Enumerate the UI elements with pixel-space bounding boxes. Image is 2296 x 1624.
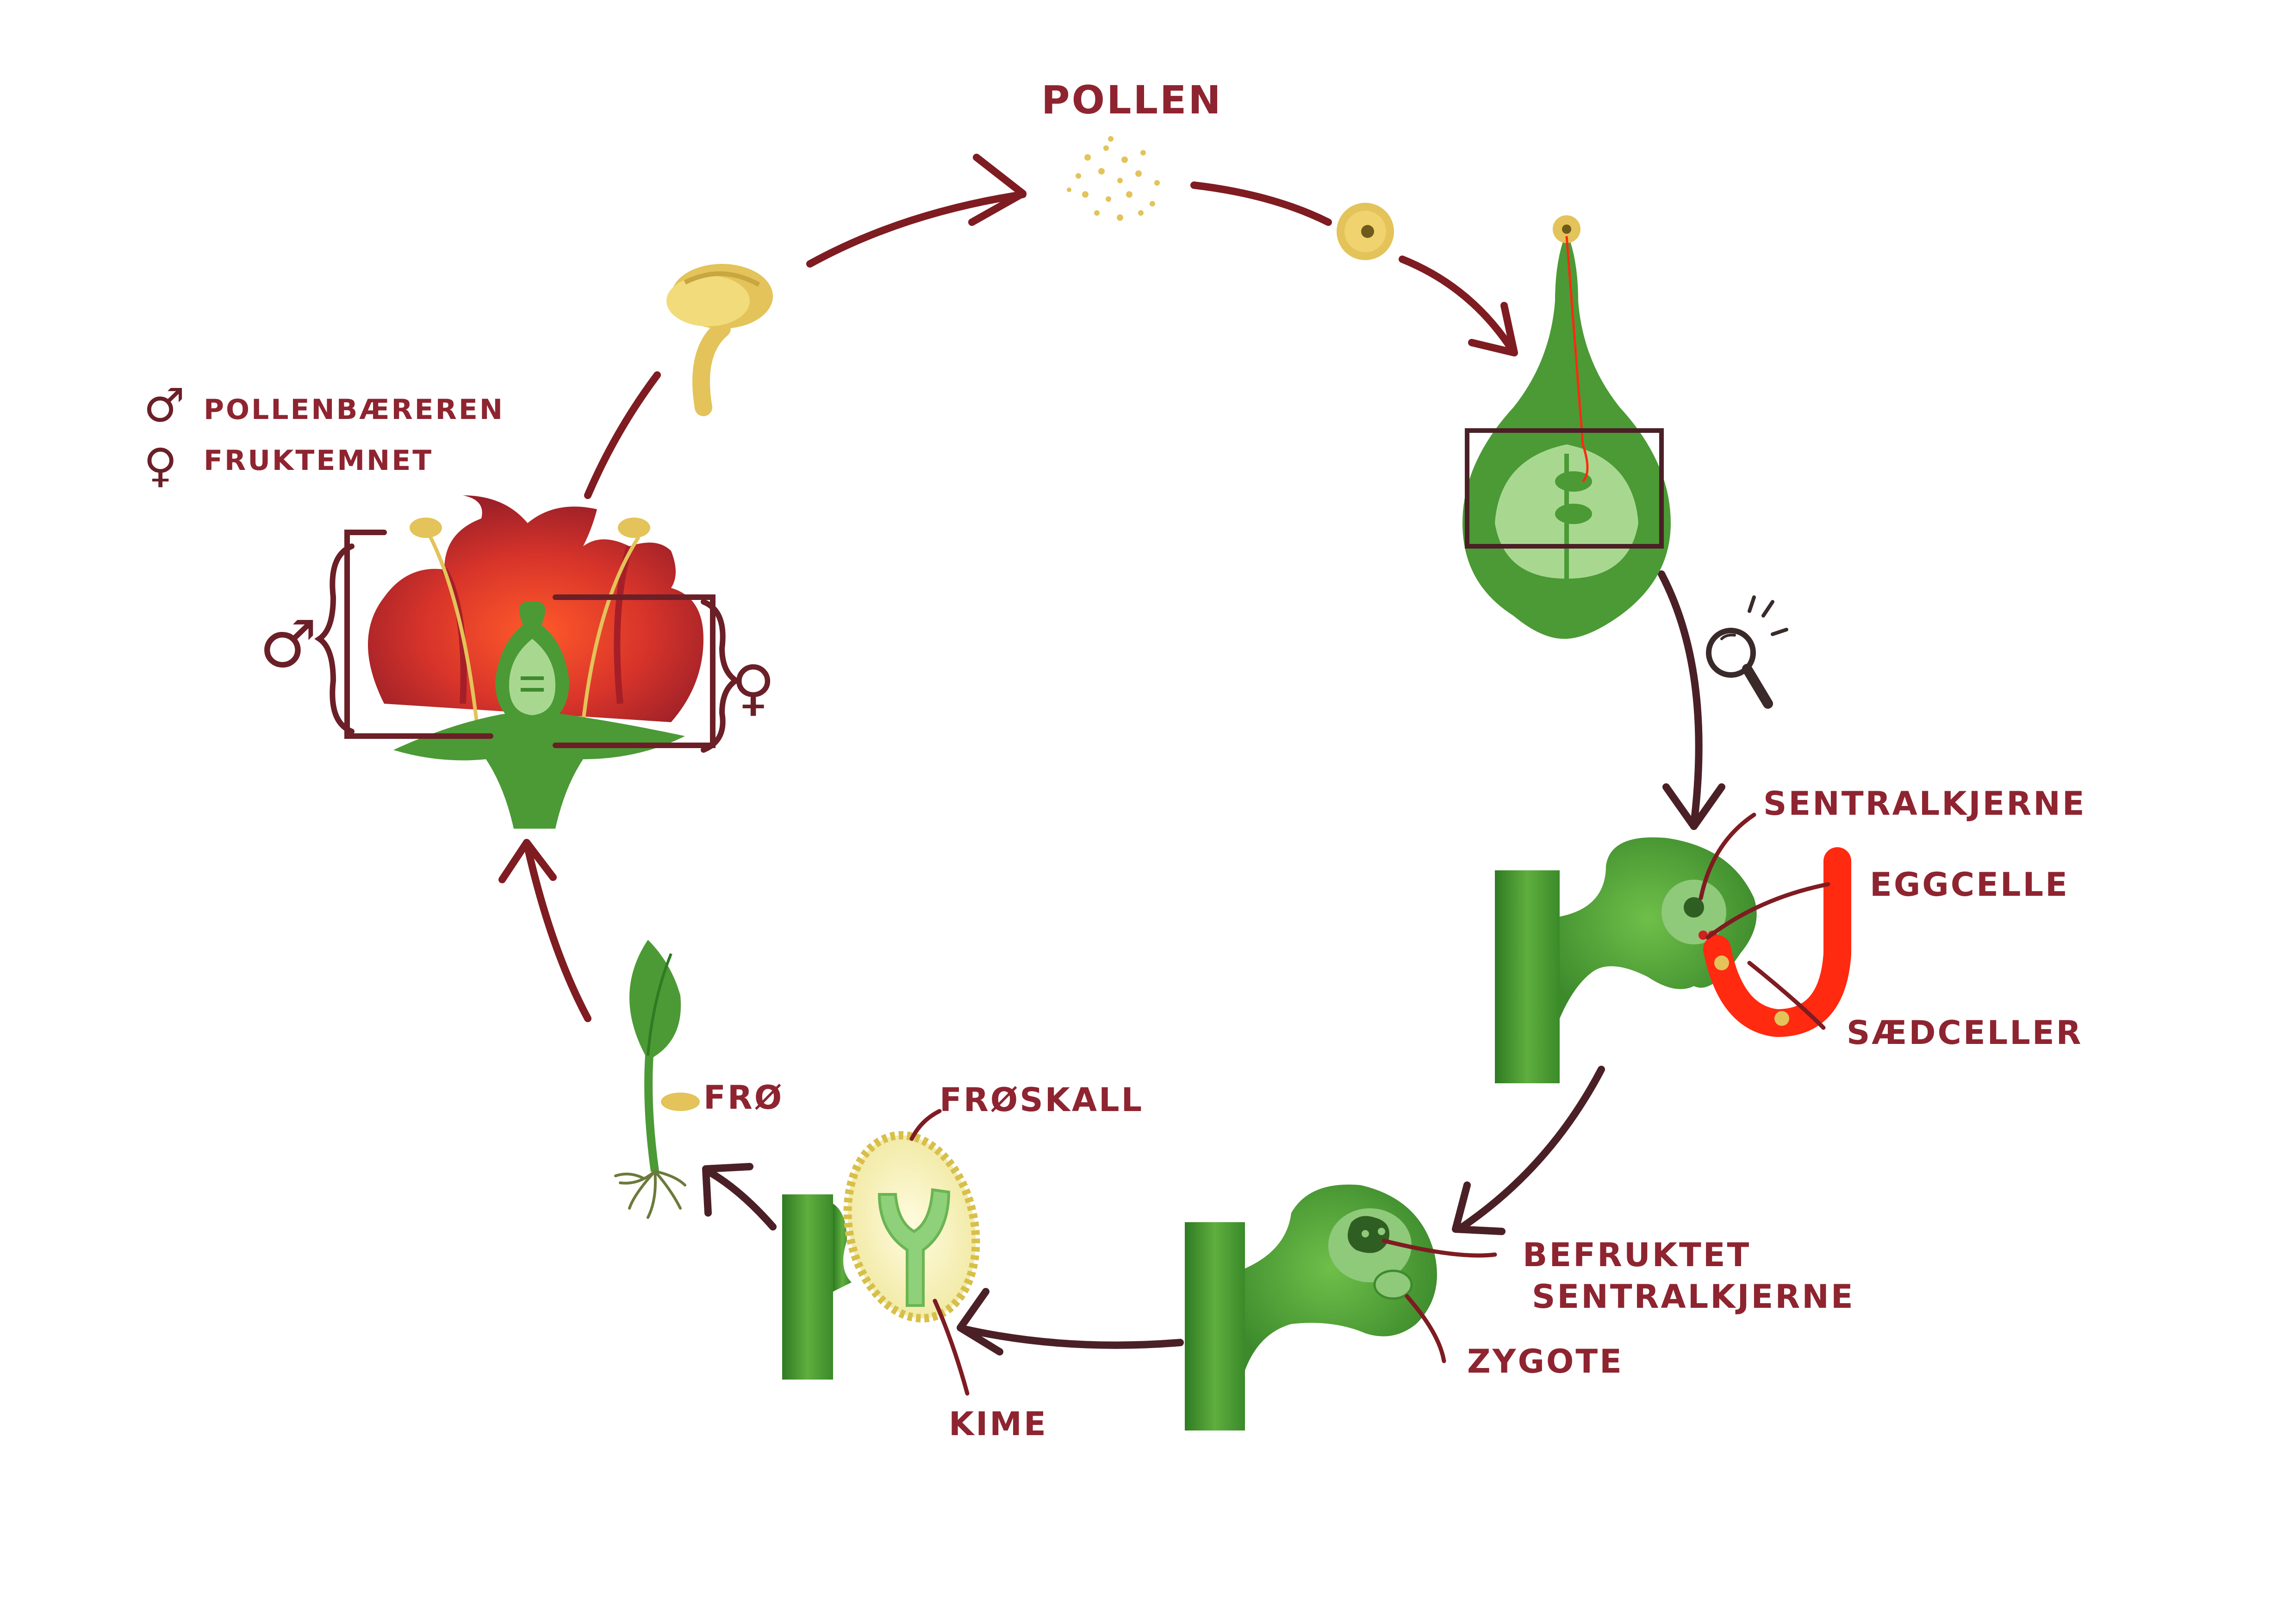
legend-male-label: POLLENBÆREREN — [204, 394, 504, 426]
seed — [782, 1131, 980, 1380]
arrow-seedling-to-flower-head — [498, 839, 557, 883]
legend: ♂ POLLENBÆREREN ♀ FRUKTEMNET — [143, 378, 504, 493]
pollen-cloud — [1067, 136, 1160, 221]
seed-leaders — [909, 1109, 970, 1396]
arrow-fertilization-to-zygote-head — [1452, 1181, 1506, 1235]
arrow-seed-to-seedling — [704, 1168, 777, 1230]
male-bracket — [344, 530, 493, 739]
arrow-seedling-to-flower — [524, 843, 591, 1022]
ovary-zoom-box — [1465, 428, 1664, 549]
arrow-flower-to-anther — [584, 371, 661, 499]
arrow-grain-to-pistil — [1399, 256, 1517, 356]
arrow-zygote-to-seed — [959, 1325, 1184, 1349]
male-brace — [314, 543, 355, 734]
flower — [368, 495, 703, 829]
label-froskall: FRØSKALL — [940, 1081, 1144, 1119]
label-fro: FRØ — [703, 1079, 784, 1117]
seedling-leaf — [629, 940, 681, 1060]
fertilization-ovule — [1495, 837, 1851, 1083]
flower-sepals — [393, 713, 685, 829]
arrow-ovary-to-ovule-head — [1662, 783, 1725, 830]
label-befruktet-line1: BEFRUKTET — [1523, 1236, 1751, 1274]
label-zygote: ZYGOTE — [1467, 1343, 1624, 1380]
label-saedceller: SÆDCELLER — [1847, 1014, 2083, 1052]
label-kime: KIME — [949, 1405, 1048, 1443]
flower-brackets — [314, 530, 741, 753]
arrow-grain-to-pistil-head — [1468, 302, 1518, 356]
arrow-zygote-to-seed-head — [957, 1288, 1003, 1355]
pistil — [1462, 215, 1671, 639]
legend-male-symbol: ♂ — [143, 378, 185, 432]
embryo — [877, 1188, 951, 1307]
fertilization-leaders — [1699, 812, 1830, 1030]
magnifier-icon — [1706, 595, 1788, 709]
pollen-grain — [1337, 203, 1394, 260]
seedling — [614, 940, 700, 1219]
female-symbol-flower: ♀ — [731, 652, 775, 723]
arrow-seed-to-seedling-head — [702, 1163, 753, 1217]
cycle-arrows — [498, 154, 1725, 1355]
arrow-anther-to-pollen — [806, 191, 1027, 268]
female-bracket — [553, 594, 716, 748]
legend-female-symbol: ♀ — [143, 438, 177, 493]
label-pollen: POLLEN — [1041, 77, 1223, 123]
label-sentralkjerne: SENTRALKJERNE — [1763, 785, 2086, 823]
male-symbol-flower: ♂ — [259, 607, 317, 682]
zygote-ovule — [1185, 1184, 1437, 1430]
legend-female-label: FRUKTEMNET — [204, 444, 433, 477]
arrow-fertilization-to-zygote — [1459, 1066, 1605, 1230]
arrow-pollen-to-grain — [1190, 181, 1332, 226]
anther — [666, 264, 773, 416]
label-befruktet-line2: SENTRALKJERNE — [1532, 1278, 1855, 1316]
female-brace — [701, 599, 741, 753]
zygote-leaders — [1381, 1238, 1497, 1363]
label-eggcelle: EGGCELLE — [1870, 866, 2069, 904]
arrow-anther-to-pollen-head — [968, 154, 1027, 226]
arrow-ovary-to-ovule — [1658, 570, 1703, 828]
